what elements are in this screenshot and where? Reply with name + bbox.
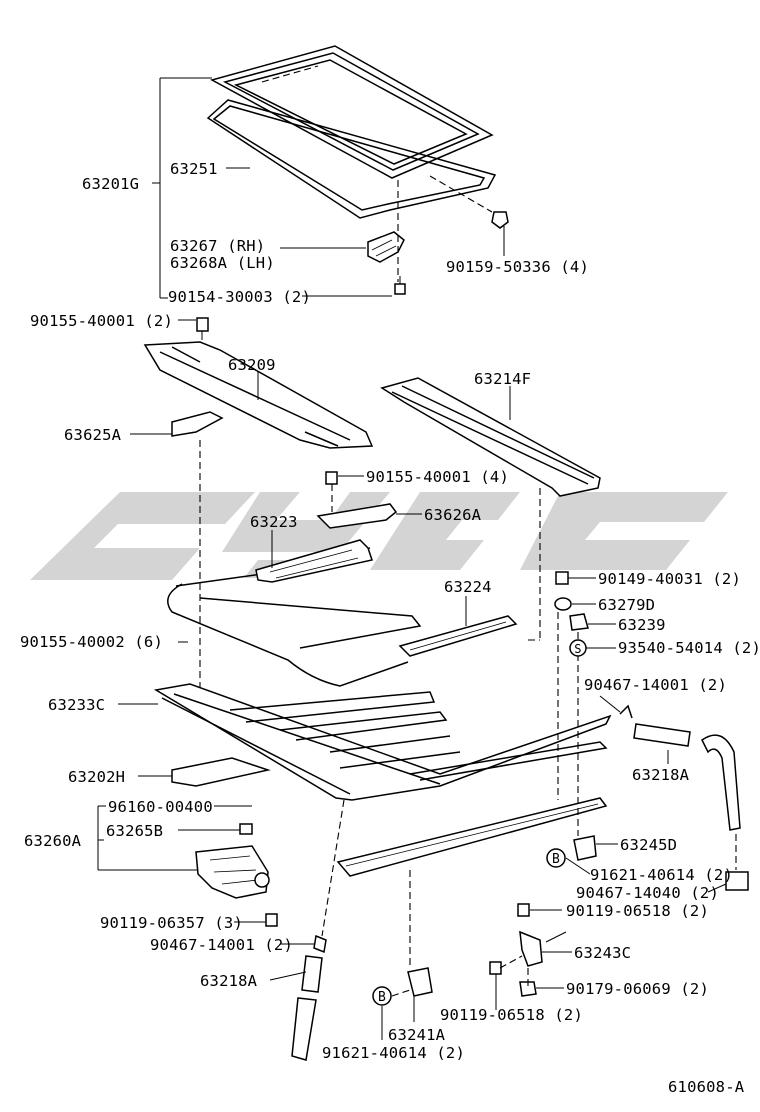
- clip-63265B: [239, 823, 253, 835]
- label-63245D: 63245D: [620, 836, 677, 854]
- label-90159: 90159-50336 (4): [446, 258, 589, 276]
- bracket-63245D: [573, 835, 597, 861]
- label-90467b: 90467-14040 (2): [576, 884, 719, 902]
- label-63214F: 63214F: [474, 370, 531, 388]
- label-96160: 96160-00400: [108, 798, 213, 816]
- clip-90467a: [619, 704, 633, 719]
- bracket-63241A: [407, 967, 433, 997]
- marker-B-bottom: B: [372, 986, 392, 1006]
- part-labels: 63201G 63251 63267 (RH) 63268A (LH) 9015…: [20, 160, 760, 1096]
- marker-B-right-text: B: [552, 852, 560, 867]
- screw-90155a: [196, 317, 209, 340]
- dash-rail-vert: [528, 488, 541, 641]
- label-63625A: 63625A: [64, 426, 122, 444]
- label-63626A: 63626A: [424, 506, 482, 524]
- label-63241A: 63241A: [388, 1026, 446, 1044]
- label-90119-left: 90119-06357 (3): [100, 914, 243, 932]
- label-63223: 63223: [250, 513, 298, 531]
- label-63201G: 63201G: [82, 175, 139, 193]
- label-63209: 63209: [228, 356, 276, 374]
- label-63243C: 63243C: [574, 944, 631, 962]
- label-90467a: 90467-14001 (2): [584, 676, 727, 694]
- marker-S: S: [569, 639, 587, 657]
- bracket-63626A: [316, 503, 398, 529]
- label-63279D: 63279D: [598, 596, 655, 614]
- screw-90119l: [265, 913, 278, 927]
- drive-cable-assembly: [167, 539, 422, 687]
- label-93540: 93540-54014 (2): [618, 639, 760, 657]
- label-63260A: 63260A: [24, 832, 82, 850]
- dash-B2: [391, 989, 411, 997]
- screw-90154: [394, 276, 406, 295]
- dash-hose-left: [321, 799, 345, 937]
- clip-90467c: [313, 934, 327, 954]
- marker-B-bottom-text: B: [378, 990, 386, 1005]
- screw-90155b: [325, 471, 338, 485]
- glass-bracket: [367, 231, 405, 263]
- label-63239: 63239: [618, 616, 666, 634]
- guide-63224: [398, 615, 518, 657]
- label-63218A-left: 63218A: [200, 972, 258, 990]
- nut-63279D: [554, 597, 572, 611]
- watermark-logo: [30, 492, 728, 580]
- label-63218A-right: 63218A: [632, 766, 690, 784]
- weatherstrip-seal: [206, 99, 497, 219]
- label-63233C: 63233C: [48, 696, 105, 714]
- glass-panel: [210, 45, 494, 179]
- label-63202H: 63202H: [68, 768, 125, 786]
- dash-63243C: [499, 955, 529, 986]
- label-63267: 63267 (RH): [170, 237, 265, 255]
- marker-B-right: B: [546, 848, 566, 868]
- label-91621-right: 91621-40614 (2): [590, 866, 733, 884]
- label-90119b: 90119-06518 (2): [440, 1006, 583, 1024]
- label-63224: 63224: [444, 578, 492, 596]
- housing-frame: [153, 683, 612, 801]
- label-90155c: 90155-40002 (6): [20, 633, 163, 651]
- drain-rail-63202H: [171, 757, 271, 787]
- figure-id: 610608-A: [668, 1078, 745, 1096]
- leader-lines: [97, 319, 727, 1040]
- motor-assembly: [195, 845, 270, 899]
- nut-90179: [519, 981, 537, 997]
- drain-hose-left: [291, 955, 323, 1061]
- marker-S-text: S: [574, 642, 581, 656]
- label-63265B: 63265B: [106, 822, 163, 840]
- bracket-63243C: [519, 930, 543, 967]
- group-bracket-63201G: [152, 77, 505, 299]
- label-90467c: 90467-14001 (2): [150, 936, 293, 954]
- lower-rail: [336, 797, 608, 877]
- label-91621-bottom: 91621-40614 (2): [322, 1044, 465, 1062]
- label-90155b: 90155-40001 (4): [366, 468, 509, 486]
- dash-glass-screw: [429, 175, 493, 213]
- screw-90119b: [489, 961, 502, 975]
- label-90154: 90154-30003 (2): [168, 288, 311, 306]
- drain-hose-right: [633, 723, 741, 831]
- bracket-63625A: [171, 411, 224, 437]
- side-rail-63214F: [380, 377, 601, 497]
- label-90149: 90149-40031 (2): [598, 570, 741, 588]
- screw-90159: [491, 211, 509, 229]
- label-90155a: 90155-40001 (2): [30, 312, 173, 330]
- label-90179: 90179-06069 (2): [566, 980, 709, 998]
- label-63268A: 63268A (LH): [170, 254, 275, 272]
- screw-90119a: [517, 903, 530, 917]
- clip-63239: [569, 613, 589, 631]
- bolt-90149: [555, 571, 569, 585]
- label-63251: 63251: [170, 160, 218, 178]
- label-90119a: 90119-06518 (2): [566, 902, 709, 920]
